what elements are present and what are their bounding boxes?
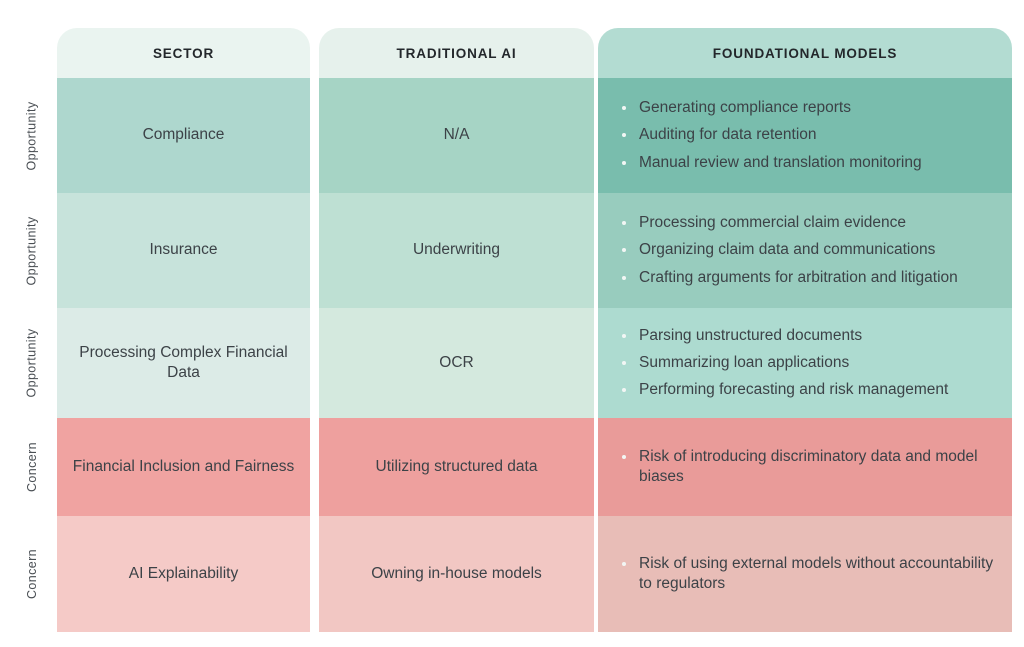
cell-text: Financial Inclusion and Fairness <box>72 457 295 475</box>
list-item: Auditing for data retention <box>622 125 994 145</box>
rail-label-text: Opportunity <box>25 215 39 286</box>
list-item: Generating compliance reports <box>622 98 994 118</box>
column-header-sector: SECTOR <box>57 28 310 78</box>
rail-label-text: Opportunity <box>25 100 39 171</box>
column-foundational-models: FOUNDATIONAL MODELS Generating complianc… <box>598 28 1012 632</box>
table-cell-traditional-ai-3: Utilizing structured data <box>319 418 594 516</box>
table-cell-foundational-models-1: Processing commercial claim evidence Org… <box>598 193 1012 308</box>
table-cell-foundational-models-0: Generating compliance reports Auditing f… <box>598 78 1012 193</box>
bullet-list: Risk of introducing discriminatory data … <box>598 447 1012 487</box>
rail-label-text: Concern <box>25 548 39 600</box>
column-header-traditional-ai: TRADITIONAL AI <box>319 28 594 78</box>
cell-text: AI Explainability <box>128 564 239 582</box>
table-cell-sector-2: Processing Complex Financial Data <box>57 308 310 418</box>
bullet-list: Parsing unstructured documents Summarizi… <box>598 326 1012 400</box>
list-item: Parsing unstructured documents <box>622 326 994 346</box>
cell-text: Utilizing structured data <box>375 457 538 475</box>
cell-text: Insurance <box>149 241 218 259</box>
rail-label-3: Concern <box>8 418 56 516</box>
list-item: Performing forecasting and risk manageme… <box>622 380 994 400</box>
list-item: Crafting arguments for arbitration and l… <box>622 268 994 288</box>
category-rail: Opportunity Opportunity Opportunity Conc… <box>8 0 56 647</box>
table-cell-sector-4: AI Explainability <box>57 516 310 632</box>
cell-text: Compliance <box>142 126 225 144</box>
table-cell-foundational-models-3: Risk of introducing discriminatory data … <box>598 418 1012 516</box>
cell-text: Owning in-house models <box>371 564 542 582</box>
cell-text: OCR <box>439 353 474 371</box>
rail-label-0: Opportunity <box>8 78 56 193</box>
rail-label-2: Opportunity <box>8 308 56 418</box>
comparison-table: SECTOR Compliance Insurance Processing C… <box>57 28 1012 632</box>
list-item: Summarizing loan applications <box>622 353 994 373</box>
table-cell-sector-0: Compliance <box>57 78 310 193</box>
table-cell-sector-3: Financial Inclusion and Fairness <box>57 418 310 516</box>
list-item: Manual review and translation monitoring <box>622 153 994 173</box>
bullet-list: Processing commercial claim evidence Org… <box>598 213 1012 287</box>
table-cell-traditional-ai-2: OCR <box>319 308 594 418</box>
list-item: Processing commercial claim evidence <box>622 213 994 233</box>
rail-label-1: Opportunity <box>8 193 56 308</box>
column-traditional-ai: TRADITIONAL AI N/A Underwriting OCR Util… <box>319 28 594 632</box>
table-cell-foundational-models-4: Risk of using external models without ac… <box>598 516 1012 632</box>
list-item: Organizing claim data and communications <box>622 240 994 260</box>
table-cell-sector-1: Insurance <box>57 193 310 308</box>
bullet-list: Generating compliance reports Auditing f… <box>598 98 1012 172</box>
column-header-foundational-models: FOUNDATIONAL MODELS <box>598 28 1012 78</box>
table-cell-traditional-ai-1: Underwriting <box>319 193 594 308</box>
cell-text: Underwriting <box>412 241 500 259</box>
table-cell-foundational-models-2: Parsing unstructured documents Summarizi… <box>598 308 1012 418</box>
rail-label-4: Concern <box>8 516 56 632</box>
cell-text: N/A <box>443 126 470 144</box>
cell-text: Processing Complex Financial Data <box>79 343 288 381</box>
bullet-list: Risk of using external models without ac… <box>598 554 1012 594</box>
table-cell-traditional-ai-0: N/A <box>319 78 594 193</box>
rail-label-text: Concern <box>25 441 39 493</box>
column-sector: SECTOR Compliance Insurance Processing C… <box>57 28 310 632</box>
table-cell-traditional-ai-4: Owning in-house models <box>319 516 594 632</box>
list-item: Risk of using external models without ac… <box>622 554 994 594</box>
rail-label-text: Opportunity <box>25 328 39 398</box>
list-item: Risk of introducing discriminatory data … <box>622 447 994 487</box>
